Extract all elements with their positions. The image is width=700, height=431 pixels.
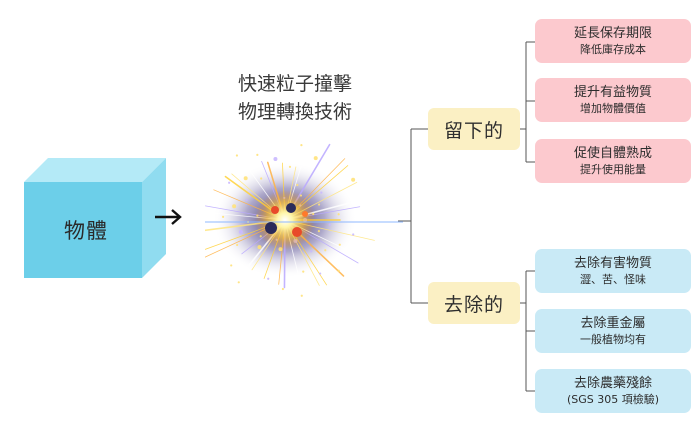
keep-item-subtitle: 提升使用能量	[580, 163, 646, 176]
burst-spark	[273, 156, 278, 161]
remove-item-pesticide-residue: 去除農藥殘餘 (SGS 305 項檢驗)	[535, 369, 691, 413]
cube-side-face	[142, 158, 166, 278]
burst-spark	[351, 177, 356, 182]
burst-spark	[317, 203, 321, 206]
burst-spark	[300, 294, 303, 297]
burst-spark	[238, 229, 243, 234]
keep-item-title: 促使自體熟成	[573, 146, 652, 161]
remove-item-subtitle: 一般植物均有	[580, 333, 646, 346]
burst-spark	[319, 272, 322, 275]
burst-spark	[245, 199, 248, 202]
burst-spark	[328, 223, 331, 226]
burst-spark	[236, 243, 239, 247]
remove-item-heavy-metals: 去除重金屬 一般植物均有	[535, 309, 691, 353]
burst-spark	[243, 176, 248, 181]
burst-spark	[228, 181, 231, 184]
burst-spark	[288, 165, 292, 168]
burst-spark	[257, 245, 262, 250]
burst-spark	[237, 281, 240, 284]
burst-spark	[256, 153, 259, 156]
burst-spark	[300, 144, 303, 147]
burst-spark	[230, 264, 233, 267]
category-keep: 留下的	[428, 108, 520, 150]
burst-spark	[235, 154, 239, 157]
remove-item-title: 去除重金屬	[580, 316, 646, 331]
keep-item-extend-shelf-life: 延長保存期限 降低庫存成本	[535, 19, 691, 63]
keep-item-subtitle: 增加物體價值	[580, 102, 646, 115]
burst-spark	[352, 233, 355, 236]
keep-item-increase-beneficial: 提升有益物質 增加物體價值	[535, 78, 691, 122]
technology-title: 快速粒子撞擊 物理轉換技術	[210, 70, 380, 126]
burst-spark	[317, 230, 321, 233]
burst-spark	[337, 269, 340, 272]
burst-spark	[324, 249, 327, 252]
category-remove: 去除的	[428, 282, 520, 324]
burst-spark	[320, 191, 323, 194]
keep-item-subtitle: 降低庫存成本	[580, 43, 646, 56]
technology-title-line1: 快速粒子撞擊	[237, 73, 352, 95]
burst-spark	[267, 277, 270, 280]
object-cube	[24, 158, 166, 278]
burst-spark	[310, 250, 313, 253]
burst-spark	[296, 183, 299, 187]
remove-item-subtitle: (SGS 305 項檢驗)	[566, 393, 660, 406]
keep-item-title: 提升有益物質	[573, 85, 652, 100]
burst-spark	[281, 287, 285, 291]
keep-item-title: 延長保存期限	[573, 26, 652, 41]
remove-item-subtitle: 澀、苦、怪味	[580, 273, 646, 286]
burst-spark	[232, 204, 237, 209]
right-arrow-icon	[155, 209, 182, 225]
burst-spark	[337, 213, 340, 216]
burst-spark	[302, 270, 305, 273]
particle-collision-burst-icon	[205, 133, 403, 297]
keep-item-self-maturation: 促使自體熟成 提升使用能量	[535, 139, 691, 183]
burst-spark	[338, 243, 341, 246]
burst-spark	[313, 156, 318, 161]
remove-item-harmful-substances: 去除有害物質 澀、苦、怪味	[535, 249, 691, 293]
remove-item-title: 去除農藥殘餘	[573, 376, 652, 391]
burst-spark	[260, 177, 263, 180]
burst-spark	[221, 215, 225, 218]
cube-top-face	[24, 158, 166, 182]
technology-title-line2: 物理轉換技術	[237, 101, 352, 123]
remove-item-title: 去除有害物質	[573, 256, 652, 271]
cube-front-face	[24, 182, 142, 278]
object-label: 物體	[64, 219, 108, 243]
